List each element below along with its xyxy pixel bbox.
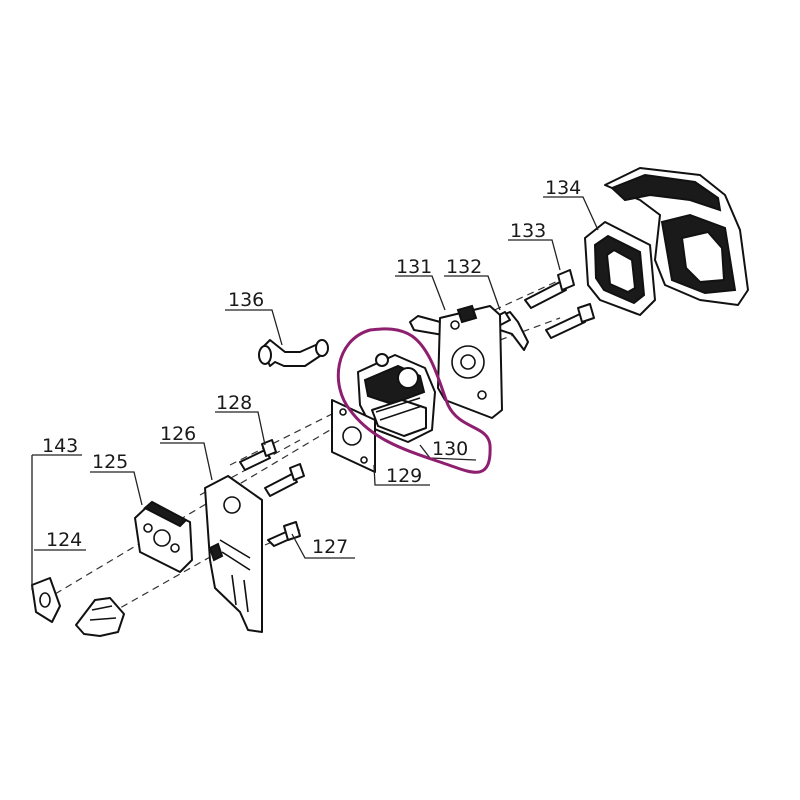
- label-133: 133: [510, 220, 546, 242]
- part-136-fuel-hose: [258, 339, 329, 367]
- label-132: 132: [446, 256, 482, 278]
- label-131: 131: [396, 256, 432, 278]
- part-126-bracket: [204, 475, 263, 633]
- part-124-gasket: [31, 577, 61, 623]
- part-130-carburetor: [357, 353, 436, 443]
- label-125: 125: [92, 451, 128, 473]
- label-124: 124: [46, 529, 82, 551]
- part-128-bolts: [239, 439, 305, 497]
- part-125-insulator-block: [134, 500, 193, 573]
- part-labels: 134 133 131 132 136 128 126 143 125 130 …: [42, 177, 581, 558]
- part-131-carb-plate: [437, 304, 503, 419]
- part-127-screw: [267, 521, 301, 547]
- label-127: 127: [312, 536, 348, 558]
- label-129: 129: [386, 465, 422, 487]
- label-134: 134: [545, 177, 581, 199]
- label-130: 130: [432, 438, 468, 460]
- highlight-loop: [336, 327, 492, 474]
- leader-lines: [31, 196, 599, 590]
- label-128: 128: [216, 392, 252, 414]
- part-134-filter-element: [584, 221, 656, 316]
- part-133-bolts: [524, 269, 595, 339]
- label-126: 126: [160, 423, 196, 445]
- part-134-air-filter-cover: [604, 167, 749, 306]
- label-143: 143: [42, 435, 78, 457]
- spark-plug-boot: [75, 597, 125, 637]
- label-136: 136: [228, 289, 264, 311]
